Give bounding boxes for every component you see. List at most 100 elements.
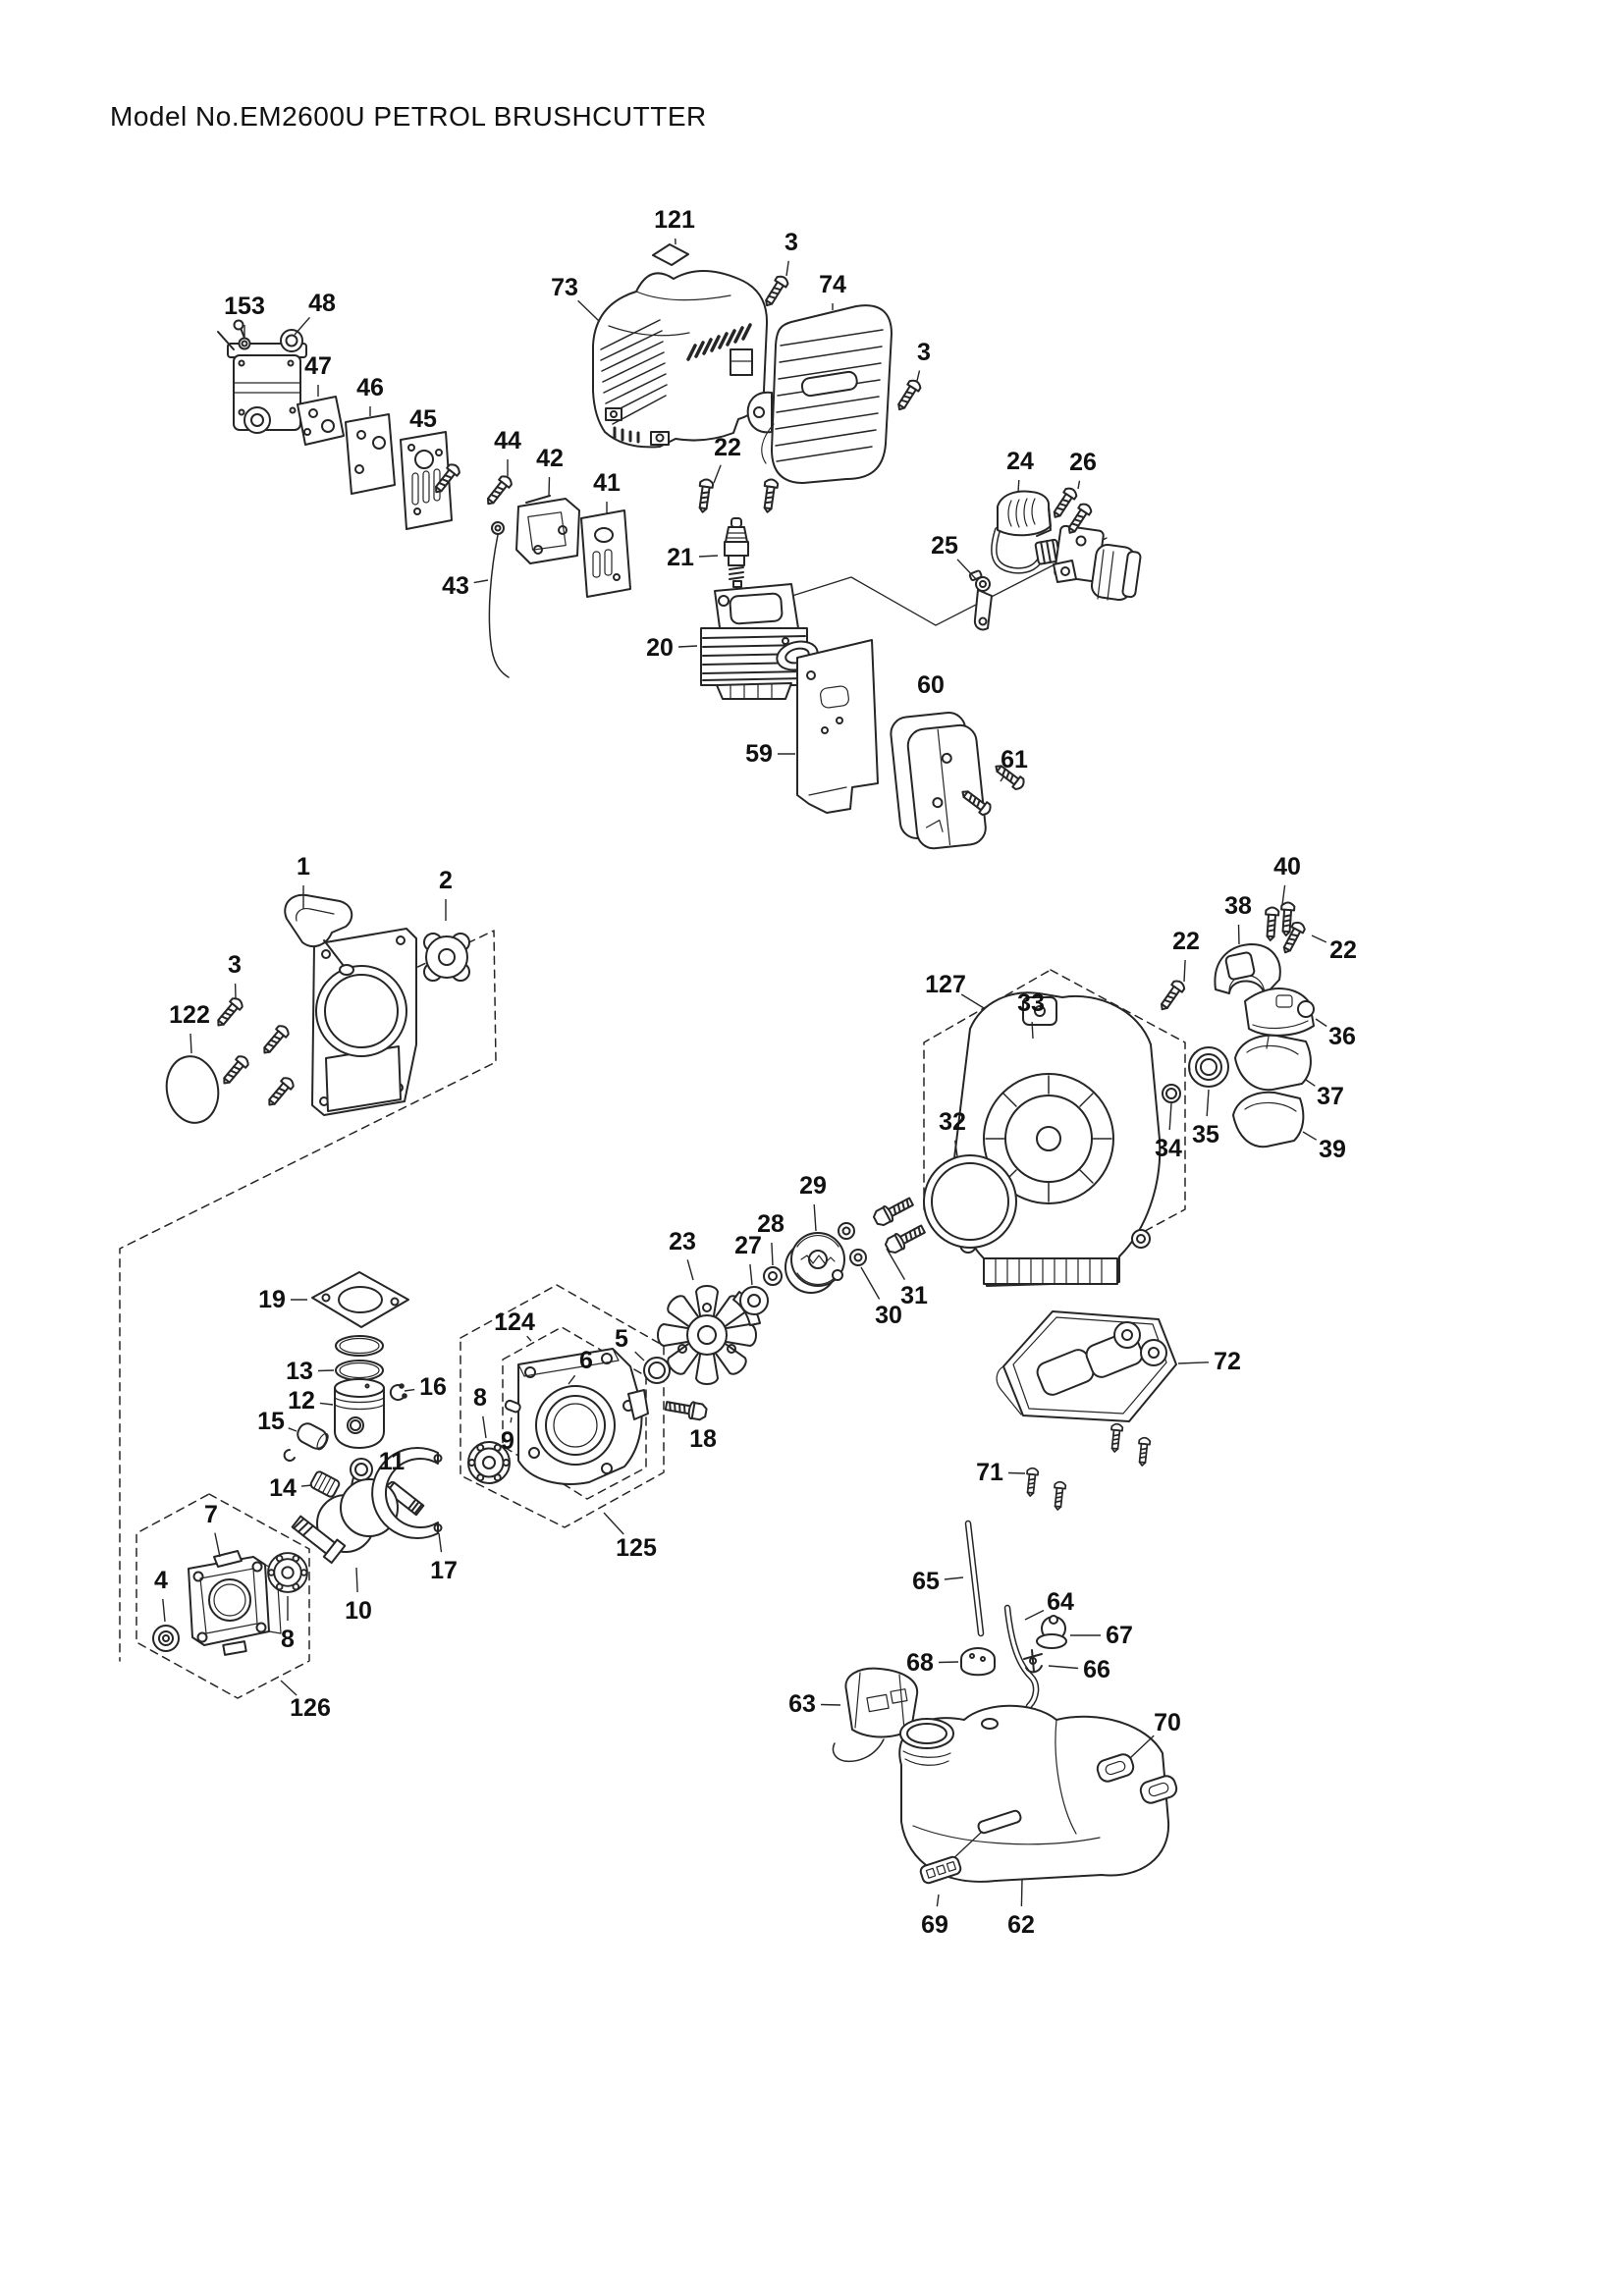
part-label-19: 19 bbox=[258, 1286, 286, 1313]
screw-3-right bbox=[893, 377, 924, 414]
leader-37 bbox=[1305, 1079, 1316, 1087]
part-48-carburetor bbox=[217, 319, 307, 434]
leader-71 bbox=[1007, 1471, 1026, 1474]
part-14-needle-bearing bbox=[309, 1470, 341, 1498]
part-label-121: 121 bbox=[654, 206, 695, 234]
part-16-circlip bbox=[389, 1383, 407, 1402]
leader-5 bbox=[634, 1351, 645, 1362]
leader-22a bbox=[713, 464, 722, 484]
ignition-lead-wire bbox=[991, 526, 1061, 574]
part-label-33: 33 bbox=[1017, 989, 1045, 1017]
part-66-clip bbox=[1023, 1649, 1043, 1674]
part-label-70: 70 bbox=[1154, 1709, 1181, 1736]
part-122-seal bbox=[165, 1055, 220, 1124]
part-label-28: 28 bbox=[757, 1210, 784, 1238]
part-label-59: 59 bbox=[745, 740, 773, 768]
part-label-9: 9 bbox=[501, 1427, 514, 1455]
part-35-sleeve bbox=[1188, 1046, 1229, 1088]
leader-70 bbox=[1129, 1735, 1155, 1759]
leader-6 bbox=[568, 1374, 576, 1385]
part-label-127: 127 bbox=[925, 971, 966, 998]
part-label-37: 37 bbox=[1317, 1083, 1344, 1110]
part-24-plug-boot bbox=[997, 490, 1052, 537]
part-72-bracket bbox=[996, 1310, 1177, 1422]
leader-127 bbox=[960, 993, 985, 1009]
leader-17 bbox=[438, 1532, 443, 1553]
part-label-65: 65 bbox=[912, 1568, 940, 1595]
leader-61 bbox=[1000, 774, 1005, 782]
part-label-62: 62 bbox=[1007, 1911, 1035, 1939]
screw-3-starter-1 bbox=[212, 994, 245, 1031]
part-68-breather-cap bbox=[960, 1647, 996, 1677]
part-20-cylinder bbox=[700, 583, 819, 700]
screw-44-a bbox=[482, 472, 515, 509]
bolt-31-b bbox=[882, 1220, 929, 1256]
leader-48 bbox=[294, 316, 311, 336]
part-4-oil-seal bbox=[152, 1625, 180, 1652]
part-label-14: 14 bbox=[269, 1474, 297, 1502]
part-label-45: 45 bbox=[409, 405, 437, 433]
part-36-holder bbox=[1244, 988, 1315, 1037]
leader-62 bbox=[1020, 1879, 1023, 1907]
leader-39 bbox=[1302, 1131, 1318, 1141]
part-32-ring bbox=[923, 1154, 1017, 1249]
leader-10 bbox=[355, 1567, 358, 1593]
part-59-heat-plate bbox=[796, 639, 879, 814]
part-label-11: 11 bbox=[379, 1448, 406, 1475]
part-label-30: 30 bbox=[875, 1302, 902, 1329]
part-label-72: 72 bbox=[1214, 1348, 1241, 1375]
part-label-8b: 8 bbox=[281, 1626, 295, 1653]
part-17-crescent-gasket bbox=[371, 1447, 443, 1539]
part-65-breather-tube bbox=[964, 1520, 985, 1637]
boundary-hex-125 bbox=[460, 1284, 665, 1528]
screw-22-left bbox=[1156, 978, 1188, 1014]
screw-3-starter-3 bbox=[218, 1052, 251, 1089]
part-label-2: 2 bbox=[439, 867, 453, 894]
part-label-36: 36 bbox=[1328, 1023, 1356, 1050]
part-label-7: 7 bbox=[204, 1501, 218, 1528]
leader-66 bbox=[1048, 1665, 1079, 1670]
part-39-holder-shell bbox=[1232, 1091, 1305, 1148]
part-label-17: 17 bbox=[430, 1557, 458, 1584]
leader-36 bbox=[1315, 1018, 1327, 1028]
part-label-22c: 22 bbox=[1329, 936, 1357, 964]
part-28-washer bbox=[763, 1266, 783, 1286]
part-74-cleaner-cover bbox=[746, 304, 893, 484]
leader-34 bbox=[1168, 1102, 1172, 1131]
part-15-piston-pin bbox=[283, 1422, 329, 1462]
part-47-gasket bbox=[297, 396, 345, 446]
part-64-fuel-line bbox=[1003, 1604, 1040, 1710]
leader-42 bbox=[548, 476, 551, 497]
part-13-piston-rings bbox=[335, 1335, 384, 1381]
part-29-clutch bbox=[784, 1232, 845, 1294]
part-label-10: 10 bbox=[345, 1597, 372, 1625]
part-label-42: 42 bbox=[536, 445, 564, 472]
screw-71-a bbox=[1023, 1467, 1040, 1498]
part-label-39: 39 bbox=[1319, 1136, 1346, 1163]
part-label-22b: 22 bbox=[1172, 928, 1200, 955]
part-label-69: 69 bbox=[921, 1911, 948, 1939]
boundary-hex-126 bbox=[135, 1493, 310, 1699]
leader-28 bbox=[771, 1242, 774, 1266]
leader-12 bbox=[319, 1402, 334, 1406]
part-70-cushion-b bbox=[1139, 1775, 1178, 1804]
leader-16 bbox=[404, 1388, 415, 1392]
leader-4 bbox=[162, 1598, 166, 1623]
part-label-68: 68 bbox=[906, 1649, 934, 1677]
leader-40 bbox=[1281, 884, 1286, 906]
leader-9 bbox=[510, 1416, 513, 1423]
leader-73 bbox=[577, 299, 600, 322]
part-label-4: 4 bbox=[154, 1567, 168, 1594]
part-label-26: 26 bbox=[1069, 449, 1097, 476]
screw-3-starter-2 bbox=[258, 1022, 292, 1058]
part-label-22a: 22 bbox=[714, 434, 741, 461]
leader-20 bbox=[677, 645, 698, 648]
part-34-oring bbox=[1162, 1084, 1181, 1103]
part-label-15: 15 bbox=[257, 1408, 285, 1435]
leader-8a bbox=[482, 1415, 487, 1439]
bolt-31-a bbox=[870, 1193, 917, 1229]
part-27-washer bbox=[739, 1286, 769, 1315]
part-label-5: 5 bbox=[615, 1325, 628, 1353]
part-37-holder-shell bbox=[1234, 1034, 1312, 1092]
